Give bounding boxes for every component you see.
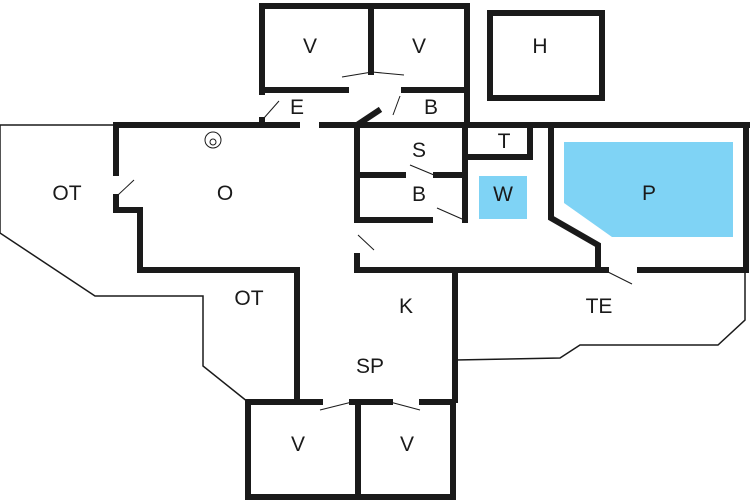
room-label-b1: B [423, 96, 439, 119]
room-label-k: K [398, 295, 414, 318]
room-label-v1: V [302, 35, 318, 58]
room-label-s: S [411, 139, 427, 162]
room-label-ot2: OT [234, 287, 264, 310]
whirlpool [479, 176, 527, 219]
room-label-ot1: OT [52, 182, 82, 205]
room-label-b2: B [411, 183, 427, 206]
room-label-t: T [497, 130, 511, 153]
water-areas [479, 142, 733, 237]
door-swings [117, 71, 633, 411]
room-label-v4: V [399, 433, 415, 456]
room-label-p: P [641, 182, 657, 205]
room-label-h: H [532, 35, 548, 58]
room-label-e: E [289, 96, 305, 119]
fireplace-icon [204, 131, 222, 149]
room-label-w: W [493, 183, 513, 206]
room-label-sp: SP [355, 355, 385, 378]
pool [564, 142, 733, 237]
terrace-left-outline [0, 124, 249, 403]
outdoor-outlines [0, 124, 746, 403]
room-label-o: O [216, 182, 234, 205]
room-label-v3: V [290, 433, 306, 456]
walls [113, 3, 750, 500]
terrace-right-outline [454, 272, 746, 361]
room-label-te: TE [585, 295, 613, 318]
room-label-v2: V [411, 35, 427, 58]
